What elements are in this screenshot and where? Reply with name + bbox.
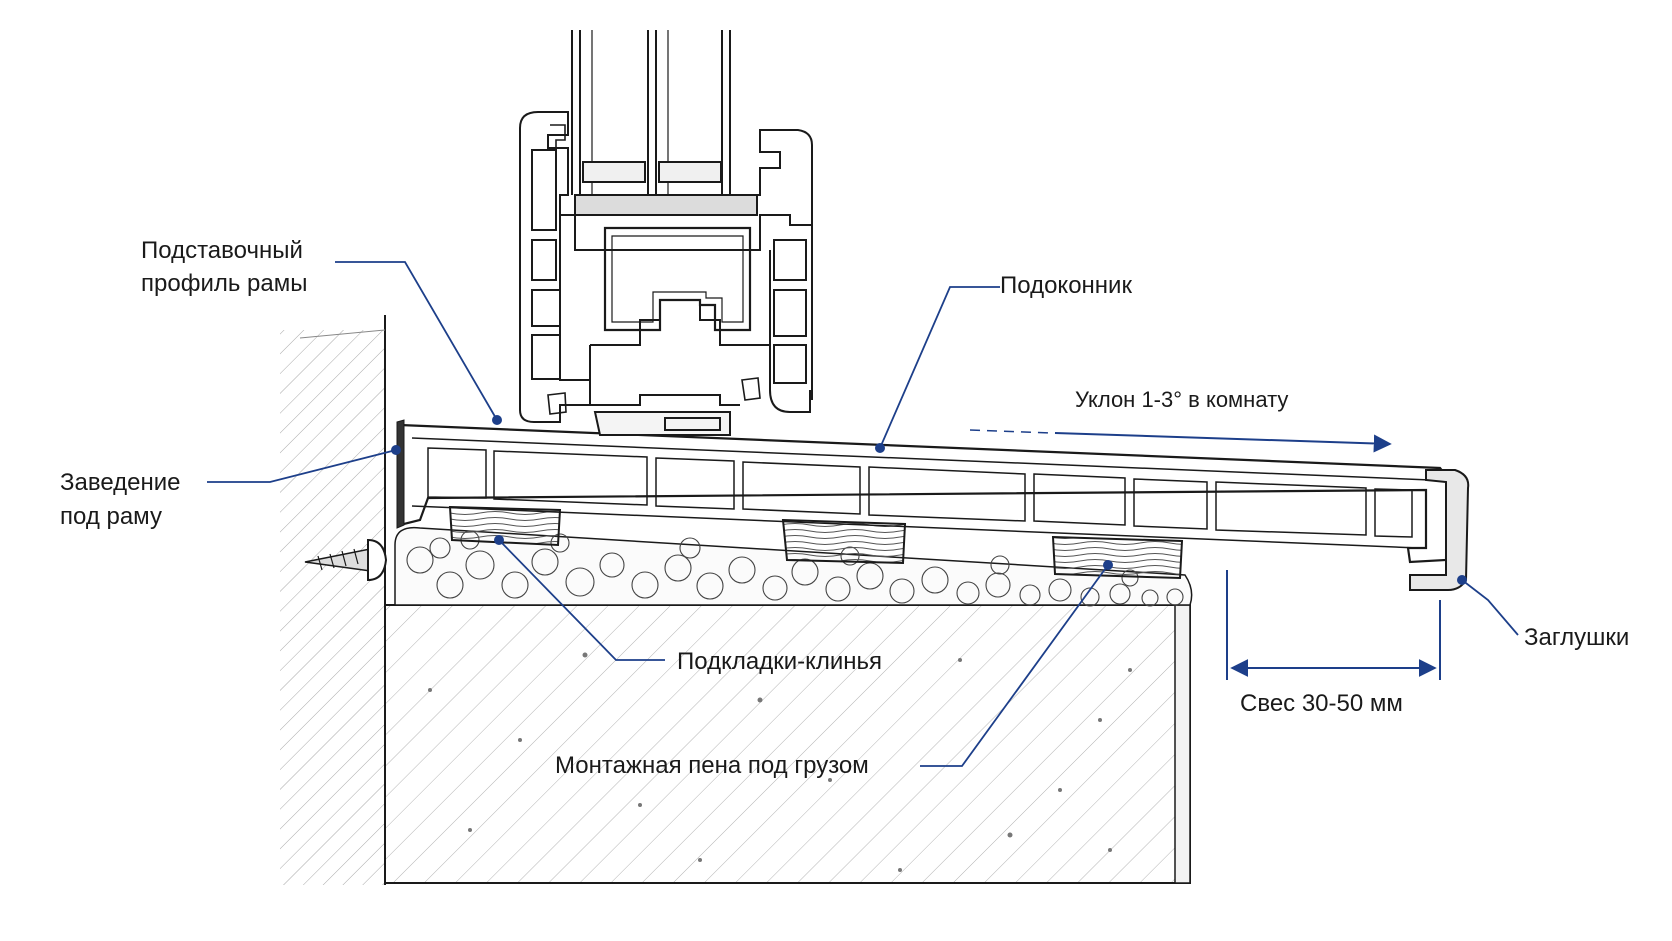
leader-frame-profile [335, 261, 498, 421]
mounting-foam [394, 526, 1193, 607]
leader-sill [879, 286, 1000, 449]
label-sill: Подоконник [1000, 272, 1132, 299]
concrete-base [384, 604, 1191, 884]
overhang-dimension [1226, 570, 1441, 680]
label-frame-profile-line1: Подставочный [141, 237, 303, 264]
label-overhang: Свес 30-50 мм [1240, 690, 1403, 717]
label-under-frame-line2: под раму [60, 503, 162, 530]
slope-arrow [969, 429, 1392, 453]
leader-dots [391, 415, 1467, 585]
leader-wedges [498, 539, 665, 661]
label-under-frame-line1: Заведение [60, 469, 181, 496]
label-frame-profile-line2: профиль рамы [141, 270, 308, 297]
wall [280, 315, 386, 885]
label-foam: Монтажная пена под грузом [555, 752, 869, 779]
wedge-shims [448, 505, 1184, 580]
leader-under-frame [207, 449, 397, 483]
label-wedges: Подкладки-клинья [677, 648, 883, 675]
label-slope: Уклон 1-3° в комнату [1075, 387, 1289, 412]
window-frame-profile [519, 30, 813, 436]
leader-lines [207, 261, 1519, 767]
fixing-screw [304, 538, 388, 582]
leader-end-caps [1461, 579, 1519, 636]
leader-foam [920, 564, 1109, 767]
label-end-caps: Заглушки [1524, 624, 1630, 651]
